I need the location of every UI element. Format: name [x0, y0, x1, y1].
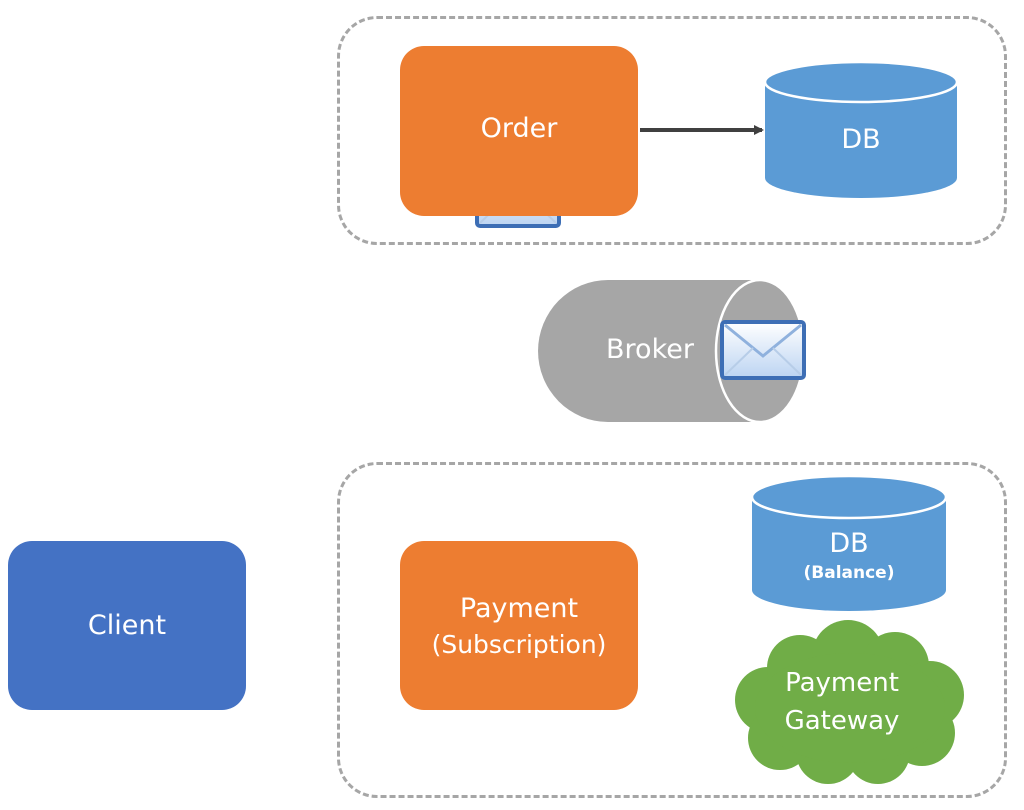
order-label: Order: [480, 113, 558, 144]
payment-db-label: DB: [829, 528, 869, 559]
payment-db-cylinder: [750, 474, 948, 611]
payment-gateway-cloud: [735, 620, 964, 784]
gateway-line-1: Payment: [785, 668, 899, 698]
order-service-group: [337, 16, 1007, 245]
gateway-line-2: Gateway: [784, 706, 900, 736]
client-box: Client: [8, 541, 246, 710]
payment-db-sublabel: (Balance): [803, 563, 895, 583]
payment-sublabel: (Subscription): [431, 629, 607, 659]
payment-db-label-group: DB (Balance): [752, 528, 946, 586]
client-label: Client: [87, 609, 167, 641]
payment-label: Payment: [459, 592, 579, 624]
order-db-cylinder: [763, 60, 959, 198]
payment-gateway-label: Payment Gateway: [760, 664, 924, 740]
envelope-icon: [720, 320, 806, 380]
broker-label: Broker: [606, 334, 694, 365]
order-service-box: Order: [400, 46, 638, 216]
payment-service-box: Payment (Subscription): [400, 541, 638, 710]
payment-service-group: [337, 462, 1007, 798]
order-db-label: DB: [841, 124, 881, 155]
